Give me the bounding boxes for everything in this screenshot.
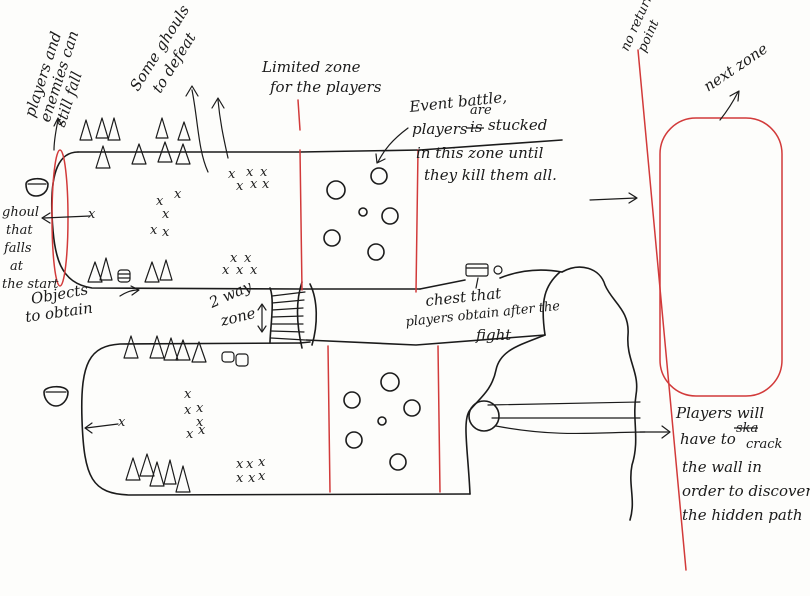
svg-text:Limited zone: Limited zone bbox=[261, 58, 361, 76]
svg-text:x: x bbox=[262, 177, 270, 192]
limited-zone-annotation: Limited zone for the players bbox=[261, 58, 382, 96]
svg-text:x: x bbox=[150, 223, 158, 238]
svg-text:ghoul: ghoul bbox=[2, 205, 39, 220]
cracked-wall-circle bbox=[469, 401, 499, 431]
svg-text:Event battle,: Event battle, bbox=[408, 88, 508, 116]
svg-text:x: x bbox=[184, 387, 192, 402]
ghoul-pot-icon bbox=[26, 179, 48, 196]
svg-text:x: x bbox=[222, 263, 230, 278]
upper-corridor bbox=[52, 140, 562, 289]
svg-text:x: x bbox=[88, 207, 96, 222]
svg-text:the wall in: the wall in bbox=[682, 458, 762, 476]
chest-icon bbox=[466, 264, 502, 276]
svg-text:fight: fight bbox=[475, 326, 512, 344]
svg-text:they kill them all.: they kill them all. bbox=[424, 166, 557, 184]
svg-text:for the players: for the players bbox=[269, 78, 382, 96]
next-zone-box bbox=[660, 118, 782, 396]
two-way-connector bbox=[258, 282, 316, 348]
svg-text:x: x bbox=[118, 415, 126, 430]
event-battle-enemies-lower bbox=[344, 373, 420, 470]
svg-text:x: x bbox=[198, 423, 206, 438]
crack-annotation: Players will have to ska crack the wall … bbox=[675, 404, 810, 524]
svg-text:x: x bbox=[196, 401, 204, 416]
next-zone-label: next zone bbox=[700, 39, 771, 95]
svg-text:x: x bbox=[248, 471, 256, 486]
svg-text:x: x bbox=[246, 457, 254, 472]
svg-text:x: x bbox=[162, 225, 170, 240]
svg-text:x: x bbox=[258, 455, 266, 470]
ghouls-annotation: Some ghouls to defeat bbox=[126, 2, 210, 105]
svg-text:x: x bbox=[184, 403, 192, 418]
svg-text:at: at bbox=[10, 259, 24, 274]
no-return-annotation: no return point bbox=[618, 0, 672, 60]
no-return-line bbox=[638, 50, 686, 570]
svg-text:x: x bbox=[236, 457, 244, 472]
svg-text:x: x bbox=[162, 207, 170, 222]
svg-text:x: x bbox=[250, 177, 258, 192]
svg-text:the hidden path: the hidden path bbox=[682, 506, 803, 524]
svg-text:x: x bbox=[236, 263, 244, 278]
svg-text:x: x bbox=[186, 427, 194, 442]
svg-text:x: x bbox=[236, 471, 244, 486]
svg-text:x: x bbox=[250, 263, 258, 278]
svg-text:x: x bbox=[228, 167, 236, 182]
ghoul-pot-icon-lower bbox=[44, 387, 68, 406]
svg-text:in this zone until: in this zone until bbox=[416, 144, 544, 162]
svg-text:stucked: stucked bbox=[488, 116, 547, 134]
fall-annotation: players and enemies can still fall bbox=[21, 24, 98, 130]
svg-text:crack: crack bbox=[746, 437, 783, 452]
svg-text:x: x bbox=[236, 179, 244, 194]
svg-text:x: x bbox=[174, 187, 182, 202]
two-way-annotation: 2 way zone bbox=[205, 277, 257, 330]
svg-text:order to discover: order to discover bbox=[682, 482, 810, 500]
svg-text:have to: have to bbox=[680, 430, 736, 448]
svg-text:that: that bbox=[6, 223, 33, 238]
event-battle-annotation: Event battle, are players is stucked in … bbox=[408, 88, 557, 184]
svg-text:zone: zone bbox=[218, 304, 258, 330]
event-battle-enemies-upper bbox=[324, 168, 398, 260]
svg-text:Players will: Players will bbox=[675, 404, 764, 422]
svg-text:is: is bbox=[470, 118, 483, 136]
svg-text:falls: falls bbox=[3, 241, 32, 256]
svg-text:players: players bbox=[412, 120, 468, 138]
svg-text:x: x bbox=[258, 469, 266, 484]
enemy-marks: x x x x x x x x x x x x x x x x x x x x … bbox=[88, 165, 270, 486]
